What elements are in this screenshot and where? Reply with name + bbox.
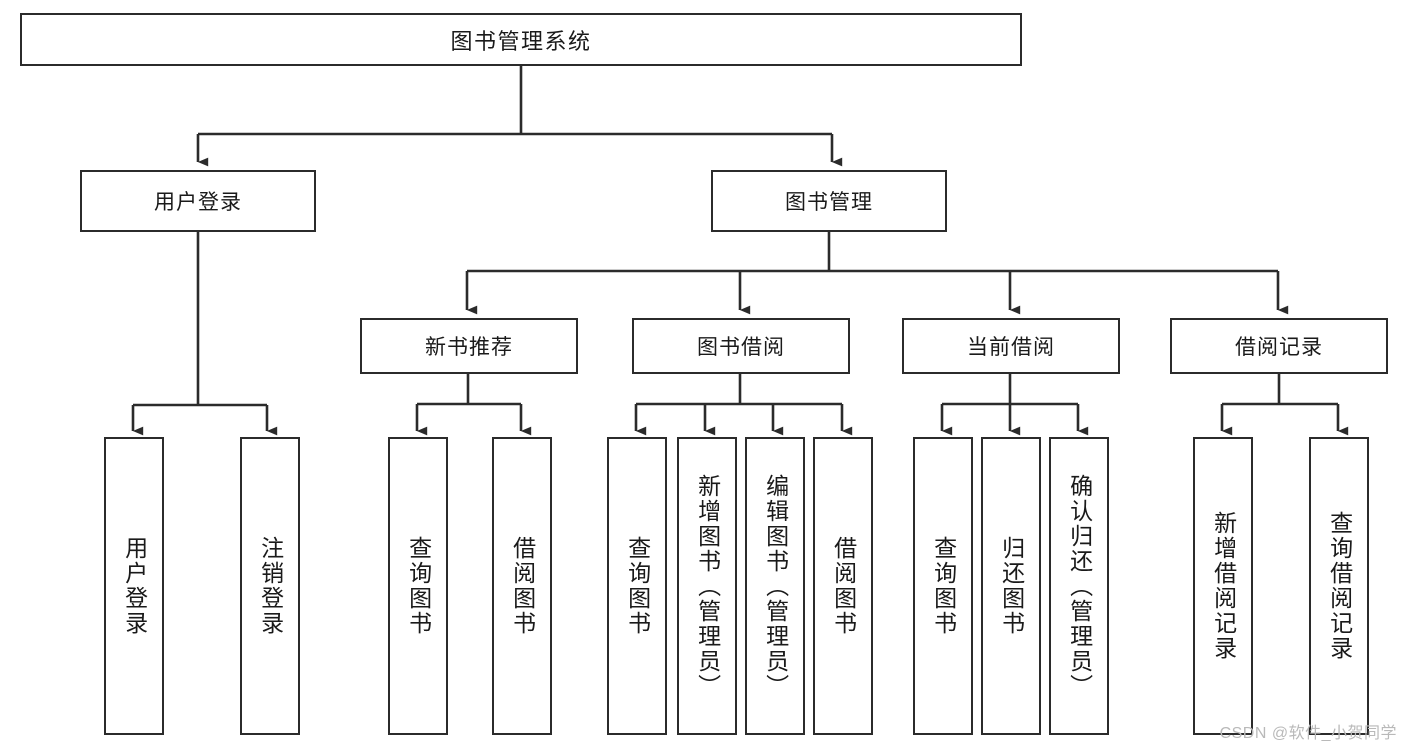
leaf-label: 借阅图书 bbox=[509, 536, 536, 636]
leaf-label: 借阅图书 bbox=[830, 536, 857, 636]
leaf-label: 新增借阅记录 bbox=[1210, 511, 1237, 661]
leaf-return-book[interactable]: 归还图书 bbox=[981, 437, 1041, 735]
leaf-query-book-recommend[interactable]: 查询图书 bbox=[388, 437, 448, 735]
leaf-user-login[interactable]: 用户登录 bbox=[104, 437, 164, 735]
leaf-label: 查询借阅记录 bbox=[1326, 511, 1353, 661]
leaf-label: 归还图书 bbox=[998, 536, 1025, 636]
leaf-edit-book-admin[interactable]: 编辑图书（管理员） bbox=[745, 437, 805, 735]
node-user-login[interactable]: 用户登录 bbox=[80, 170, 316, 232]
leaf-borrow-book-recommend[interactable]: 借阅图书 bbox=[492, 437, 552, 735]
leaf-query-borrow-record[interactable]: 查询借阅记录 bbox=[1309, 437, 1369, 735]
leaf-logout[interactable]: 注销登录 bbox=[240, 437, 300, 735]
leaf-add-borrow-record[interactable]: 新增借阅记录 bbox=[1193, 437, 1253, 735]
leaf-borrow-book[interactable]: 借阅图书 bbox=[813, 437, 873, 735]
leaf-label: 确认归还（管理员） bbox=[1066, 473, 1093, 699]
node-borrow-record[interactable]: 借阅记录 bbox=[1170, 318, 1388, 374]
leaf-add-book-admin[interactable]: 新增图书（管理员） bbox=[677, 437, 737, 735]
node-new-book-recommend[interactable]: 新书推荐 bbox=[360, 318, 578, 374]
node-book-borrow[interactable]: 图书借阅 bbox=[632, 318, 850, 374]
leaf-query-book-borrow[interactable]: 查询图书 bbox=[607, 437, 667, 735]
leaf-label: 注销登录 bbox=[257, 536, 284, 636]
leaf-label: 用户登录 bbox=[121, 536, 148, 636]
node-root-system[interactable]: 图书管理系统 bbox=[20, 13, 1022, 66]
leaf-query-book-current[interactable]: 查询图书 bbox=[913, 437, 973, 735]
leaf-confirm-return-admin[interactable]: 确认归还（管理员） bbox=[1049, 437, 1109, 735]
node-current-borrow[interactable]: 当前借阅 bbox=[902, 318, 1120, 374]
node-book-management[interactable]: 图书管理 bbox=[711, 170, 947, 232]
leaf-label: 编辑图书（管理员） bbox=[762, 473, 789, 699]
watermark-text: CSDN @软件_小贺同学 bbox=[1219, 725, 1397, 742]
leaf-label: 新增图书（管理员） bbox=[694, 473, 721, 699]
leaf-label: 查询图书 bbox=[624, 536, 651, 636]
leaf-label: 查询图书 bbox=[405, 536, 432, 636]
leaf-label: 查询图书 bbox=[930, 536, 957, 636]
